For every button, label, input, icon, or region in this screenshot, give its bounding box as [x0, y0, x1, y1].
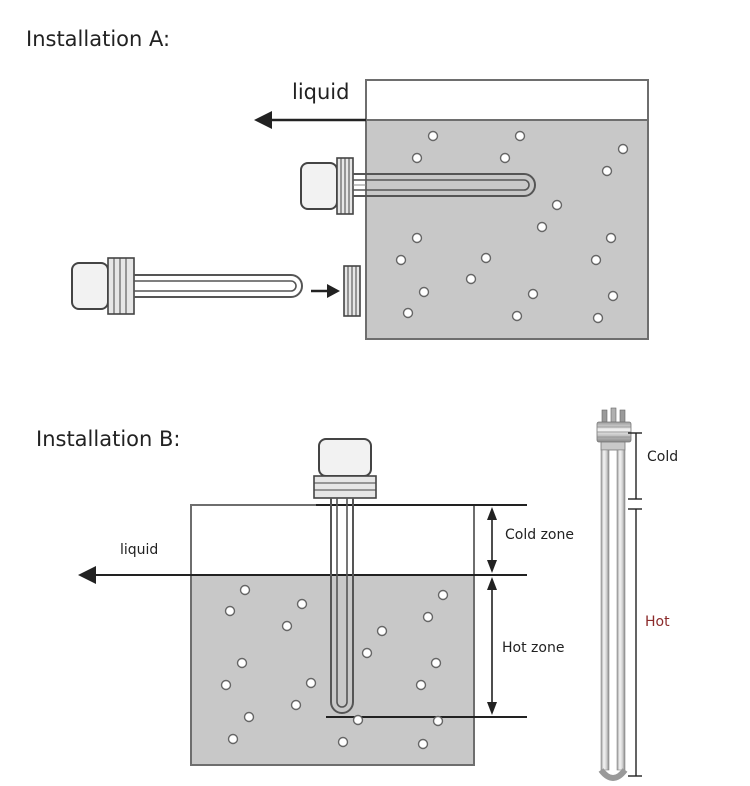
cold-bracket: [628, 432, 642, 500]
heater-installed-a: [300, 157, 536, 215]
tank-port-a: [343, 265, 361, 317]
liquid-label-a: liquid: [292, 80, 349, 104]
hot-label: Hot: [645, 614, 670, 630]
liquid-outflow-arrow-b: [78, 566, 96, 584]
cold-label: Cold: [647, 449, 678, 465]
tank-b: [190, 504, 475, 766]
liquid-fill-a: [365, 119, 649, 340]
liquid-fill-b: [190, 574, 475, 766]
tank-a: [365, 79, 649, 340]
heater-vertical-b: [313, 438, 377, 714]
cold-zone-label: Cold zone: [505, 527, 574, 543]
installation-a-title: Installation A:: [26, 27, 170, 51]
liquid-label-b: liquid: [120, 542, 158, 558]
insertion-arrow: [311, 284, 340, 298]
bubbles-a: [395, 130, 629, 324]
cold-zone-dimension: [487, 507, 497, 573]
hot-zone-label: Hot zone: [502, 640, 564, 656]
hot-zone-dimension: [487, 577, 497, 715]
bubbles-b: [220, 584, 449, 750]
heating-element-photo: [596, 407, 632, 781]
liquid-outflow-arrow-a: [254, 111, 366, 129]
installation-b-title: Installation B:: [36, 427, 180, 451]
heater-loose-a: [71, 257, 303, 315]
hot-bracket: [628, 508, 642, 777]
